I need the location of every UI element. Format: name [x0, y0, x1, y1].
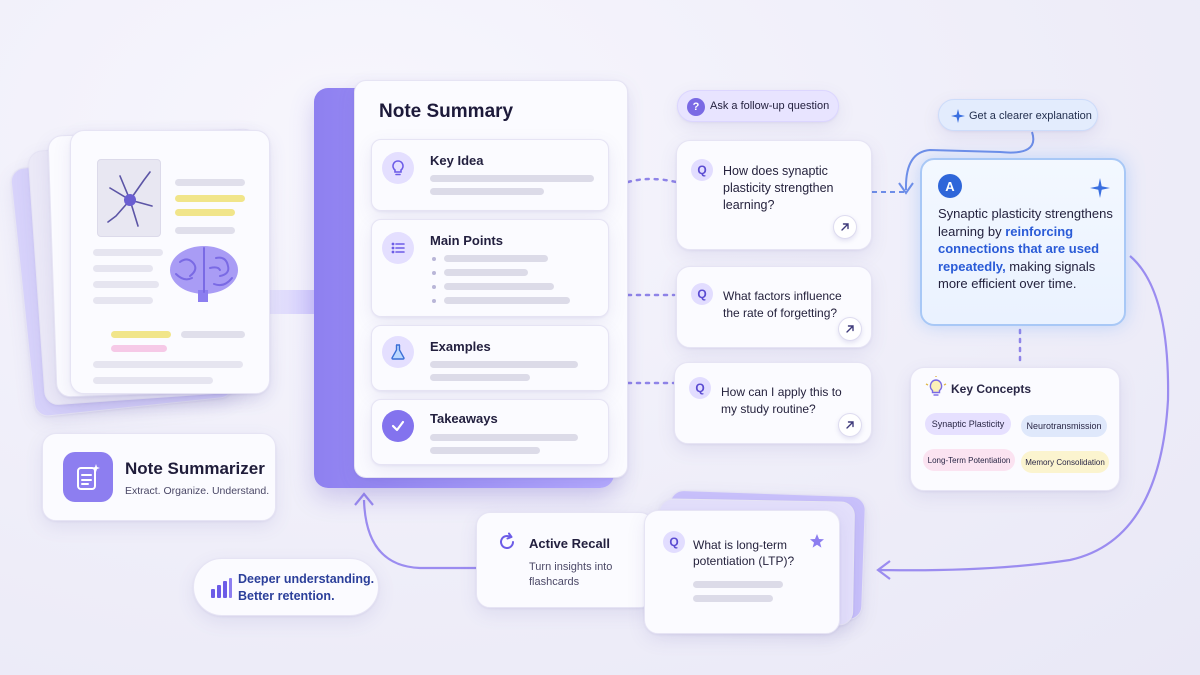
section-label: Takeaways: [430, 411, 498, 426]
flask-icon: [382, 336, 414, 368]
benefit-line-2: Better retention.: [238, 589, 335, 603]
concept-tag[interactable]: Memory Consolidation: [1021, 451, 1109, 473]
app-name: Note Summarizer: [125, 459, 265, 478]
sparkle-icon: [951, 109, 965, 123]
question-card[interactable]: Q What factors influence the rate of for…: [676, 266, 872, 348]
notes-stack: [9, 118, 282, 418]
section-takeaways[interactable]: Takeaways: [371, 399, 609, 465]
app-logo: [63, 452, 113, 502]
open-arrow-icon[interactable]: [838, 413, 862, 437]
app-card[interactable]: Note Summarizer Extract. Organize. Under…: [42, 433, 276, 521]
flashcard-badge: Q: [663, 531, 685, 553]
refresh-icon: [500, 532, 514, 549]
answer-text-after: making signals more efficient over time.: [938, 258, 1096, 292]
summary-title: Note Summary: [379, 101, 514, 122]
answer-highlight: reinforcing connections that are used re…: [938, 223, 1100, 274]
section-main-points[interactable]: Main Points: [371, 219, 609, 317]
section-examples[interactable]: Examples: [371, 325, 609, 391]
flashcard-text: What is long-term potentiation (LTP)?: [693, 538, 795, 568]
neuron-figure: [97, 159, 161, 237]
active-recall-subtitle: Turn insights into flashcards: [529, 561, 613, 588]
question-card[interactable]: Q How can I apply this to my study routi…: [674, 362, 872, 444]
key-concepts-title: Key Concepts: [951, 382, 1032, 396]
neuron-icon: [107, 171, 153, 227]
lightbulb-icon: [382, 152, 414, 184]
question-icon: ?: [687, 98, 705, 116]
check-icon: [382, 410, 414, 442]
open-arrow-icon[interactable]: [833, 215, 857, 239]
section-key-idea[interactable]: Key Idea: [371, 139, 609, 211]
concept-tag[interactable]: Neurotransmission: [1021, 415, 1107, 437]
app-tagline: Extract. Organize. Understand.: [125, 485, 270, 497]
question-badge: Q: [689, 377, 711, 399]
benefit-line-1: Deeper understanding.: [238, 572, 375, 586]
section-label: Key Idea: [430, 153, 484, 168]
follow-up-label: Ask a follow-up question: [710, 100, 830, 112]
section-label: Main Points: [430, 233, 503, 248]
answer-card: A Synaptic plasticity strengthens learni…: [920, 158, 1126, 326]
clearer-label: Get a clearer explanation: [969, 110, 1092, 122]
concept-tag[interactable]: Long-Term Potentiation: [923, 449, 1015, 471]
active-recall-title: Active Recall: [529, 536, 610, 551]
document-sparkle-icon: [77, 464, 100, 490]
answer-text: Synaptic plasticity strengthens learning…: [938, 205, 1118, 293]
open-arrow-icon[interactable]: [838, 317, 862, 341]
list-icon: [382, 232, 414, 264]
question-badge: Q: [691, 283, 713, 305]
question-badge: Q: [691, 159, 713, 181]
question-card[interactable]: Q How does synaptic plasticity strengthe…: [676, 140, 872, 250]
lightbulb-icon: [925, 376, 947, 396]
question-text: What factors influence the rate of forge…: [723, 289, 842, 320]
key-concepts-card: Key Concepts Synaptic Plasticity Neurotr…: [910, 367, 1120, 491]
question-text: How does synaptic plasticity strengthen …: [723, 164, 834, 212]
active-recall-card[interactable]: Active Recall Turn insights into flashca…: [476, 512, 654, 608]
benefit-pill: Deeper understanding. Better retention.: [193, 558, 379, 616]
sparkle-icon: [1090, 178, 1110, 198]
brain-icon: [170, 246, 238, 302]
section-label: Examples: [430, 339, 491, 354]
concept-tag[interactable]: Synaptic Plasticity: [925, 413, 1011, 435]
follow-up-button[interactable]: ? Ask a follow-up question: [677, 90, 839, 122]
answer-badge: A: [938, 174, 962, 198]
summary-panel: Note Summary Key Idea Main Points Exampl…: [354, 80, 628, 478]
clearer-explanation-button[interactable]: Get a clearer explanation: [938, 99, 1098, 131]
question-text: How can I apply this to my study routine…: [721, 385, 842, 416]
flashcard[interactable]: Q What is long-term potentiation (LTP)?: [644, 510, 840, 634]
answer-text-before: Synaptic plasticity strengthens learning…: [938, 206, 1113, 239]
bar-chart-icon: [211, 578, 232, 598]
star-icon[interactable]: [809, 533, 825, 549]
notes-paper: [70, 130, 270, 394]
